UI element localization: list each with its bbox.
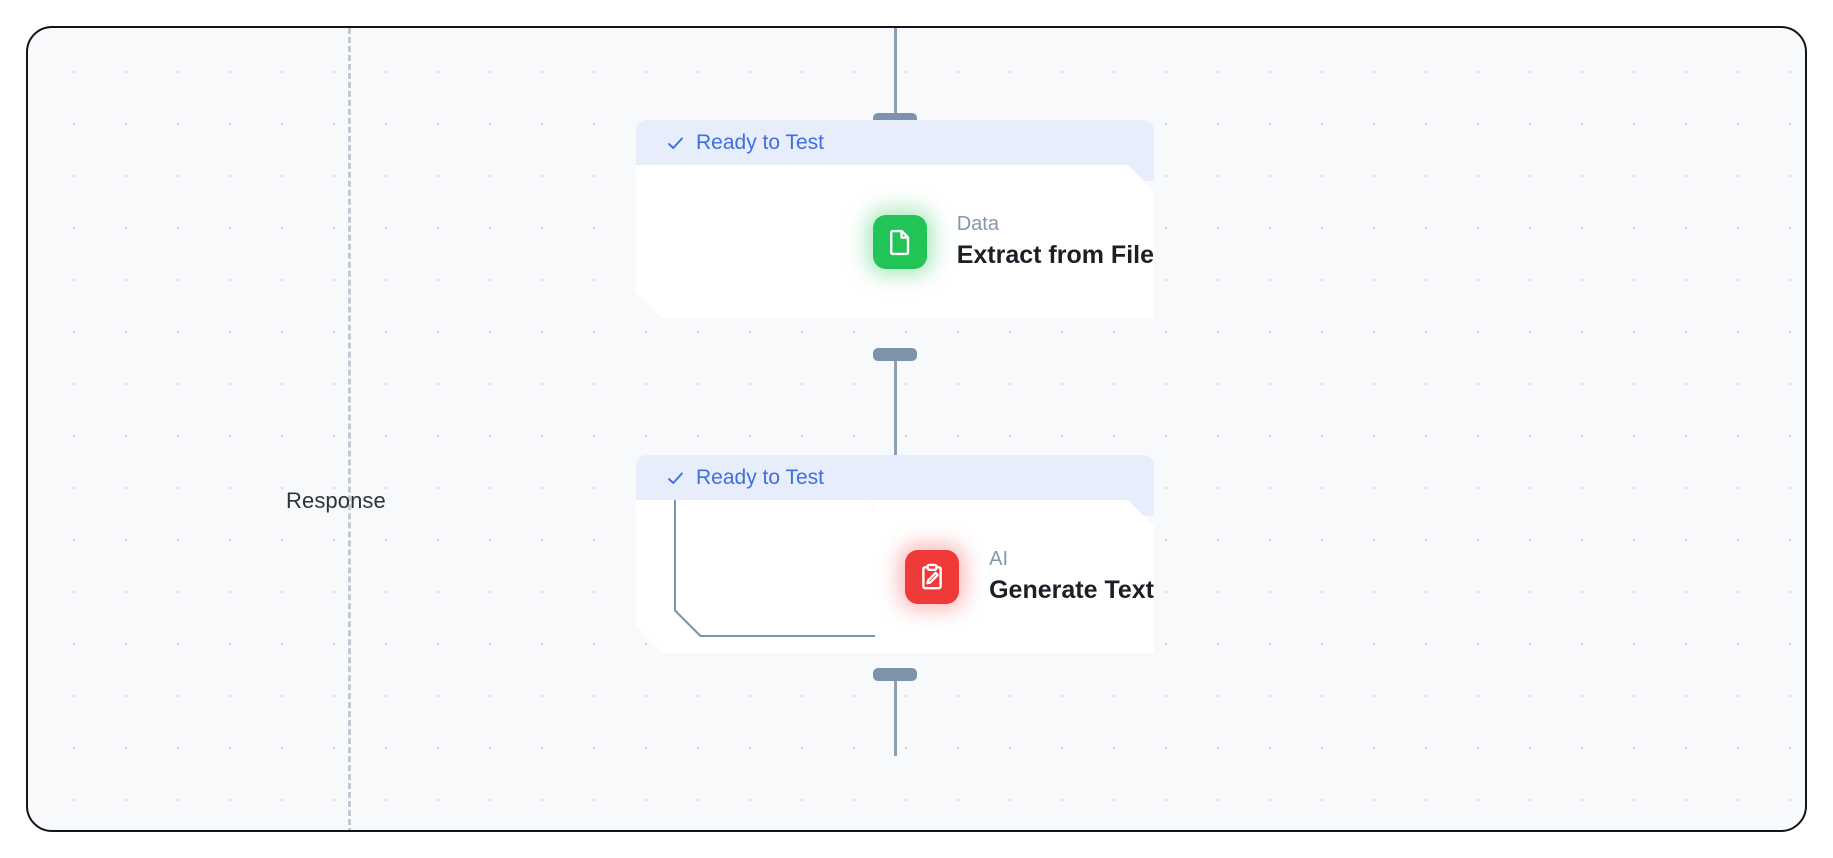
node-kind-generate: AI: [989, 548, 1009, 570]
file-document-icon: [873, 215, 927, 269]
check-icon: [666, 469, 685, 488]
lane-label-response: Response: [286, 488, 386, 513]
node-generate-text[interactable]: Ready to Test AI Generate Text: [636, 455, 1154, 653]
node-card-generate[interactable]: AI Generate Text: [636, 500, 1154, 653]
node-extract-from-file[interactable]: Ready to Test Data Extract from File: [636, 120, 1154, 318]
dashed-lane-divider-icon: [348, 28, 351, 830]
node-card-extract[interactable]: Data Extract from File: [636, 165, 1154, 318]
node-card-surface: [674, 149, 843, 302]
node-title-generate: Generate Text: [989, 576, 1154, 604]
node-status-label-extract: Ready to Test: [696, 131, 825, 154]
check-icon: [666, 134, 685, 153]
edge-incoming-to-extract[interactable]: [894, 28, 897, 124]
node-handle-generate-bottom[interactable]: [873, 668, 917, 681]
node-text-generate: AI Generate Text: [989, 549, 1154, 604]
node-title-extract: Extract from File: [956, 241, 1154, 269]
node-kind-extract: Data: [956, 213, 999, 235]
node-card-selected-outline: [674, 484, 875, 637]
clipboard-pencil-icon: [905, 550, 959, 604]
node-text-extract: Data Extract from File: [957, 214, 1154, 269]
node-handle-extract-bottom[interactable]: [873, 348, 917, 361]
workflow-canvas[interactable]: Response Ready to Test: [26, 26, 1807, 832]
node-status-label-generate: Ready to Test: [696, 466, 825, 489]
edge-extract-to-generate[interactable]: [894, 358, 897, 468]
edge-outgoing-from-generate[interactable]: [894, 676, 897, 756]
